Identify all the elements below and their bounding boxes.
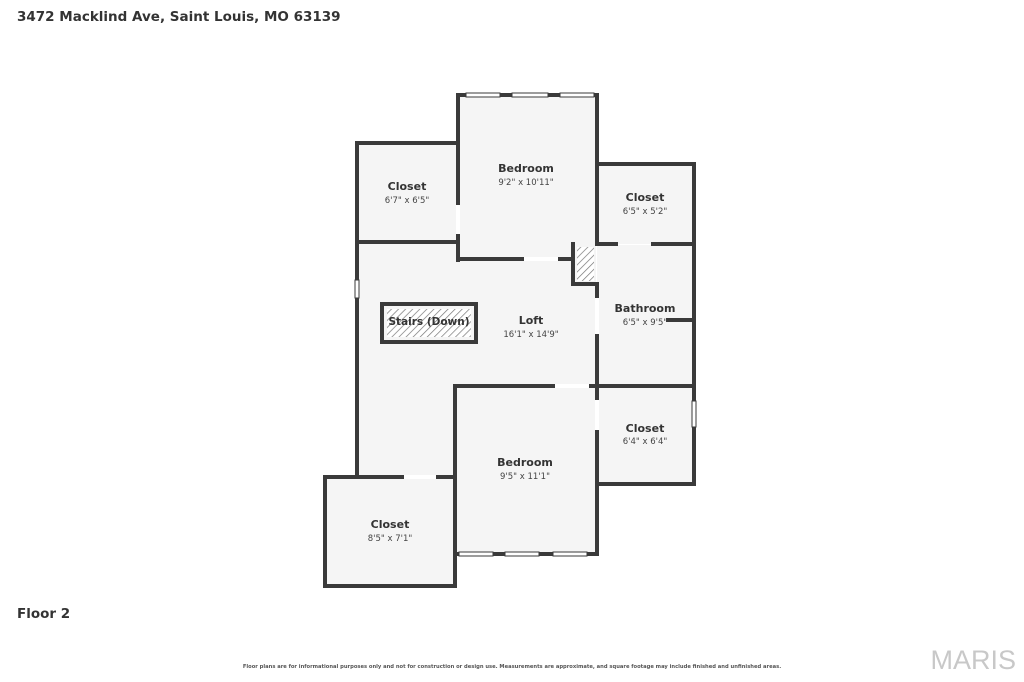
room-dimensions: 6'7" x 6'5" [385,196,430,206]
room-bathroom: Bathroom 6'5" x 9'5" [615,302,676,328]
room-nw-closet: Closet 6'7" x 6'5" [385,180,430,206]
room-dimensions: 6'5" x 9'5" [623,318,668,328]
room-name: Loft [519,314,544,327]
room-name: Closet [371,518,410,531]
room-top-bedroom: Bedroom 9'2" x 10'11" [498,162,554,188]
room-loft: Loft 16'1" x 14'9" [503,314,558,340]
room-name: Bedroom [498,162,554,175]
room-dimensions: 8'5" x 7'1" [368,534,413,544]
disclaimer-text: Floor plans are for informational purpos… [242,664,782,670]
brand-logo: MARIS [930,645,1016,675]
room-name: Closet [626,191,665,204]
room-dimensions: 16'1" x 14'9" [503,330,558,340]
room-dimensions: 6'5" x 5'2" [623,207,668,217]
room-dimensions: 6'4" x 6'4" [623,437,668,447]
stairs: Stairs (Down) [380,302,478,344]
room-east-closet: Closet 6'4" x 6'4" [623,422,668,447]
floor-fill [325,95,694,586]
shaft-hatch [577,247,594,281]
windows [354,92,697,557]
room-bottom-bedroom: Bedroom 9'5" x 11'1" [497,456,553,482]
room-name: Closet [626,422,665,435]
property-address: 3472 Macklind Ave, Saint Louis, MO 63139 [17,9,341,25]
room-name: Bedroom [497,456,553,469]
room-ne-closet: Closet 6'5" x 5'2" [623,191,668,217]
room-dimensions: 9'5" x 11'1" [500,472,550,482]
openings [404,205,599,479]
room-name: Bathroom [615,302,676,315]
room-dimensions: 9'2" x 10'11" [498,178,553,188]
room-sw-closet: Closet 8'5" x 7'1" [368,518,413,544]
stairs-label: Stairs (Down) [388,316,469,328]
room-name: Closet [388,180,427,193]
floor-label: Floor 2 [17,606,71,622]
